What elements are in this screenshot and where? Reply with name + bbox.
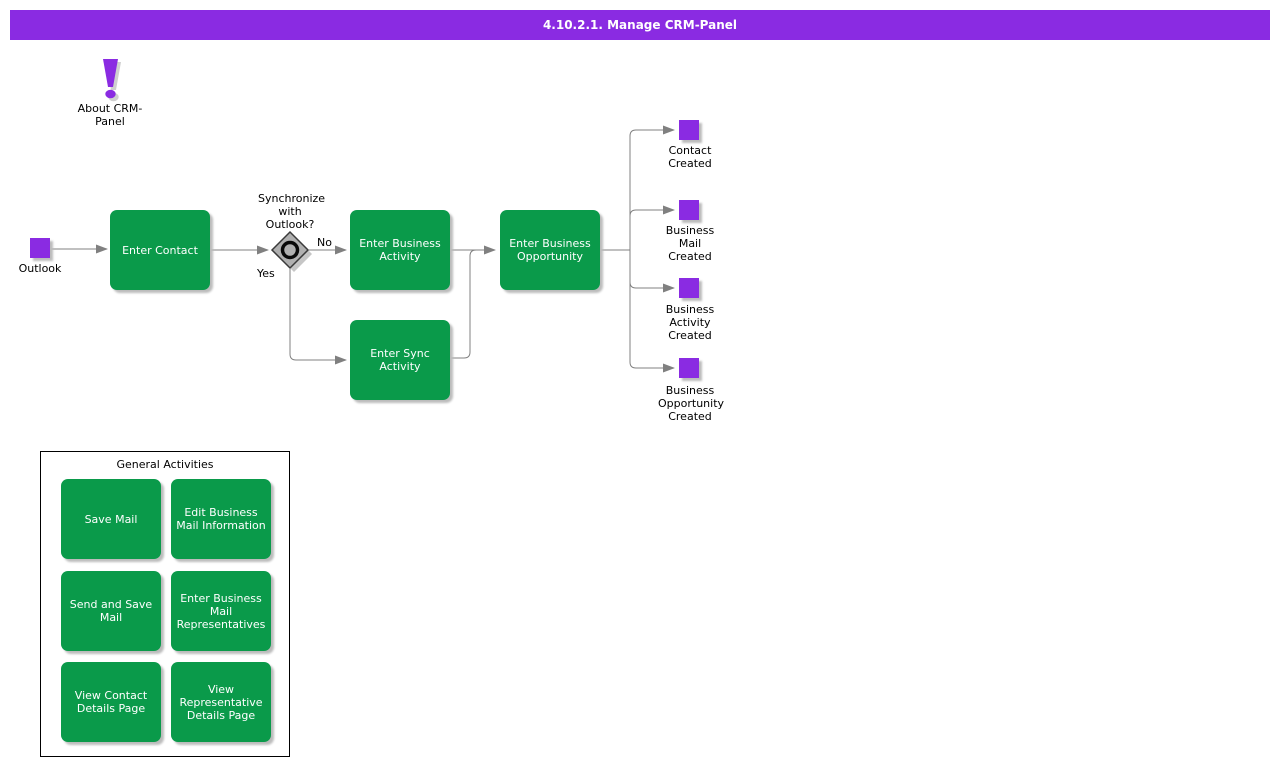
end-event-contact-created[interactable] (679, 120, 699, 140)
connector-branch-to-business-mail-created (629, 205, 675, 250)
activity-edit-business-mail-information-label: Edit Business Mail Information (176, 506, 266, 532)
connector-branch-to-contact-created (629, 125, 675, 250)
start-event-outlook-label: Outlook (18, 262, 62, 275)
start-event-outlook[interactable] (30, 238, 50, 258)
activity-save-mail-label: Save Mail (84, 512, 138, 526)
decision-branch-no-label: No (317, 236, 332, 249)
activity-view-representative-details-page[interactable]: View Representative Details Page (171, 662, 271, 742)
connector-enter-sync-activity-merge (450, 249, 480, 359)
decision-circle-icon (280, 240, 300, 260)
about-exclamation-icon[interactable] (103, 59, 121, 102)
activity-view-contact-details-page[interactable]: View Contact Details Page (61, 662, 161, 742)
page-title: 4.10.2.1. Manage CRM-Panel (542, 18, 738, 32)
activity-save-mail[interactable]: Save Mail (61, 479, 161, 559)
decision-gateway (270, 230, 312, 272)
end-event-business-activity-created-label: Business Activity Created (665, 303, 715, 342)
activity-enter-business-activity[interactable]: Enter Business Activity (350, 210, 450, 290)
activity-enter-business-mail-representatives-label: Enter Business Mail Representatives (176, 591, 266, 631)
title-bar: 4.10.2.1. Manage CRM-Panel (10, 10, 1270, 40)
general-activities-group: General Activities Save Mail Edit Busine… (40, 451, 290, 757)
activity-enter-business-opportunity-label: Enter Business Opportunity (509, 237, 591, 263)
activity-view-contact-details-page-label: View Contact Details Page (74, 689, 148, 715)
activity-send-and-save-mail[interactable]: Send and Save Mail (61, 571, 161, 651)
activity-enter-business-activity-label: Enter Business Activity (359, 237, 441, 263)
connector-branch-to-business-opportunity-created (629, 250, 675, 373)
activity-enter-contact[interactable]: Enter Contact (110, 210, 210, 290)
activity-enter-business-opportunity[interactable]: Enter Business Opportunity (500, 210, 600, 290)
activity-enter-sync-activity-label: Enter Sync Activity (370, 347, 430, 373)
activity-enter-business-mail-representatives[interactable]: Enter Business Mail Representatives (171, 571, 271, 651)
end-event-business-mail-created[interactable] (679, 200, 699, 220)
activity-enter-contact-label: Enter Contact (122, 243, 198, 257)
end-event-business-activity-created[interactable] (679, 278, 699, 298)
connector-decision-yes-to-enter-sync-activity (289, 269, 347, 365)
end-event-business-opportunity-created[interactable] (679, 358, 699, 378)
activity-view-representative-details-page-label: View Representative Details Page (179, 682, 263, 722)
exclamation-dot (105, 89, 116, 99)
decision-branch-yes-label: Yes (257, 267, 275, 280)
activity-send-and-save-mail-label: Send and Save Mail (69, 598, 153, 624)
decision-question-label: Synchronize with Outlook? (258, 192, 326, 231)
activity-edit-business-mail-information[interactable]: Edit Business Mail Information (171, 479, 271, 559)
end-event-business-opportunity-created-label: Business Opportunity Created (658, 384, 725, 423)
end-event-contact-created-label: Contact Created (668, 144, 712, 170)
exclamation-bar (103, 59, 118, 87)
activity-enter-sync-activity[interactable]: Enter Sync Activity (350, 320, 450, 400)
about-crm-panel-label: About CRM-Panel (77, 102, 143, 128)
end-event-business-mail-created-label: Business Mail Created (665, 224, 715, 263)
general-activities-title: General Activities (116, 458, 214, 471)
